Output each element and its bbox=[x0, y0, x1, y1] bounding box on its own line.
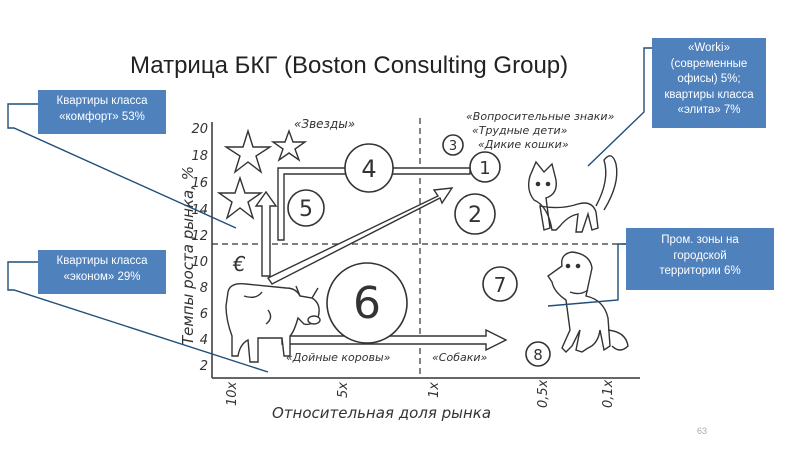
callout-econom: Квартиры класса «эконом» 29% bbox=[38, 250, 166, 294]
circle-7 bbox=[482, 266, 518, 302]
callout-text: «Worki» bbox=[688, 42, 730, 54]
callout-line-prom bbox=[547, 243, 626, 307]
star-icon bbox=[216, 175, 264, 220]
callout-text: Квартиры класса bbox=[56, 95, 148, 107]
cat-icon bbox=[527, 155, 618, 233]
circle-number: 7 bbox=[494, 273, 507, 297]
callout-lines bbox=[7, 47, 652, 373]
callout-text: офисы) 5%; bbox=[677, 73, 741, 86]
dogs-label: «Собаки» bbox=[432, 351, 488, 364]
arrow-bottom bbox=[281, 328, 508, 352]
question-labels: «Вопросительные знаки» «Трудные дети» «Д… bbox=[466, 110, 615, 151]
y-tick: 10 bbox=[191, 255, 208, 270]
circle-3 bbox=[442, 134, 464, 156]
callout-text: территории 6% bbox=[659, 265, 741, 278]
callout-text: «эконом» 29% bbox=[63, 270, 141, 283]
callout-text: городской bbox=[673, 249, 727, 262]
page-number: 63 bbox=[697, 426, 708, 436]
x-tick: 0,5x bbox=[536, 379, 551, 408]
circle-numbers: 4 5 6 1 2 3 7 8 bbox=[299, 139, 543, 364]
callout-text: квартиры класса bbox=[664, 88, 754, 101]
y-tick: 20 bbox=[191, 122, 208, 137]
arrows bbox=[254, 167, 508, 352]
callout-text: Пром. зоны на bbox=[661, 234, 739, 246]
question-label: «Дикие кошки» bbox=[478, 138, 569, 151]
circle-5 bbox=[287, 189, 325, 227]
x-tick: 10x bbox=[225, 381, 240, 406]
circle-number: 4 bbox=[361, 155, 376, 183]
callout-line-comfort bbox=[7, 103, 237, 229]
stars-label: «Звезды» bbox=[294, 117, 355, 131]
y-tick: 18 bbox=[191, 149, 208, 164]
star-icons bbox=[216, 128, 308, 220]
circles bbox=[287, 134, 551, 367]
circle-number: 1 bbox=[479, 158, 490, 179]
circle-number: 5 bbox=[299, 197, 313, 222]
y-tick: 6 bbox=[200, 307, 208, 322]
x-ticks: 10x 5x 1x 0,5x 0,1x bbox=[225, 379, 616, 408]
y-tick: 4 bbox=[200, 333, 208, 348]
y-ticks: 20 18 16 14 12 10 8 6 4 2 bbox=[191, 122, 208, 374]
arrow-diagonal bbox=[266, 187, 454, 285]
circle-6 bbox=[326, 262, 408, 344]
x-tick: 1x bbox=[427, 382, 442, 398]
callout-text: «комфорт» 53% bbox=[59, 110, 145, 123]
y-tick: 8 bbox=[200, 281, 208, 296]
star-icon bbox=[270, 128, 308, 162]
circle-2 bbox=[454, 193, 496, 235]
callout-text: Квартиры класса bbox=[56, 255, 148, 267]
y-tick: 16 bbox=[191, 176, 208, 191]
arrow-up bbox=[254, 190, 278, 277]
star-icon bbox=[223, 128, 273, 174]
quadrant-dividers bbox=[212, 118, 640, 378]
circle-number: 8 bbox=[533, 346, 543, 364]
callout-text: (современные bbox=[670, 57, 748, 70]
x-axis-label: Относительная доля рынка bbox=[272, 404, 491, 422]
cows-label: «Дойные коровы» bbox=[286, 351, 391, 364]
cow-icon bbox=[225, 282, 321, 363]
callout-worki: «Worki» (современные офисы) 5%; квартиры… bbox=[652, 38, 766, 128]
circle-4 bbox=[344, 143, 394, 193]
dog-icon bbox=[547, 251, 629, 353]
circle-number: 3 bbox=[449, 139, 457, 154]
x-tick: 0,1x bbox=[601, 379, 616, 408]
callout-line-econom bbox=[7, 261, 269, 373]
circle-number: 2 bbox=[468, 203, 482, 228]
circle-number: 6 bbox=[353, 278, 381, 329]
y-tick: 12 bbox=[191, 229, 208, 244]
callout-text: «элита» 7% bbox=[677, 104, 741, 117]
question-label: «Вопросительные знаки» bbox=[466, 110, 615, 123]
y-tick: 2 bbox=[200, 359, 208, 374]
callout-comfort: Квартиры класса «комфорт» 53% bbox=[38, 90, 166, 134]
callout-prom: Пром. зоны на городской территории 6% bbox=[626, 228, 774, 290]
callout-line-worki bbox=[587, 47, 652, 167]
y-tick: 14 bbox=[191, 203, 208, 218]
circle-8 bbox=[525, 341, 551, 367]
arrow-top bbox=[277, 167, 471, 241]
y-axis-label: Темпы роста рынка, % bbox=[179, 166, 197, 345]
circle-1 bbox=[469, 151, 501, 183]
x-tick: 5x bbox=[336, 382, 351, 398]
euro-icon: € bbox=[232, 252, 246, 276]
page-title: Матрица БКГ (Boston Consulting Group) bbox=[130, 52, 569, 79]
question-label: «Трудные дети» bbox=[472, 124, 568, 137]
axes bbox=[211, 122, 640, 379]
